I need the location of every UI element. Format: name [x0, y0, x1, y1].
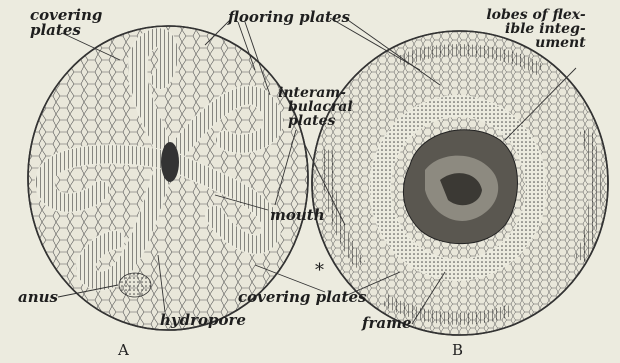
label-interam-line3: plates [278, 114, 353, 128]
panel-letter-b: B [452, 341, 463, 359]
label-anus: anus [18, 290, 58, 305]
label-hydropore: hydropore [160, 313, 246, 328]
label-lobes-line2: ible integ- [480, 22, 586, 36]
label-mouth: mouth [270, 208, 325, 223]
asterisk-mark: * [315, 263, 324, 278]
label-lobes-line3: ument [480, 36, 586, 50]
specimen-a [28, 26, 308, 330]
label-lobes-line1: lobes of flex- [480, 8, 586, 22]
label-flooring-plates: flooring plates [228, 10, 350, 25]
anal-area [119, 273, 151, 297]
label-interam-line1: interam- [278, 86, 353, 100]
label-interambulacral-plates: interam- bulacral plates [278, 86, 353, 128]
panel-letter-a: A [118, 341, 129, 359]
label-interam-line2: bulacral [278, 100, 353, 114]
label-frame: frame [362, 316, 412, 331]
label-lobes-integument: lobes of flex- ible integ- ument [480, 8, 586, 50]
mouth-opening [161, 142, 179, 182]
label-covering-plates-bottom: covering plates [238, 290, 366, 305]
label-covering-plates-top: covering plates [30, 8, 102, 38]
label-plates-line2: plates [30, 23, 102, 38]
